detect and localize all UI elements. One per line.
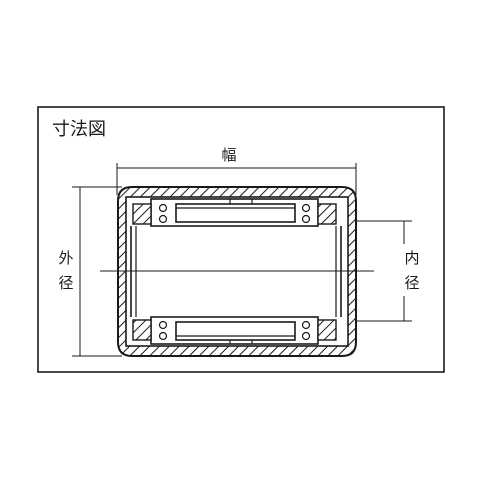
diagram-title: 寸法図: [52, 119, 106, 140]
inner-diameter-label-1: 内: [404, 249, 419, 267]
needle-roller-bottom: [175, 321, 296, 341]
drawing-frame: [37, 106, 445, 373]
outer-diameter-dimension: 外 径: [54, 186, 122, 357]
seal-top-left: [132, 203, 152, 225]
seal-bottom-left: [132, 319, 152, 341]
width-dimension: 幅: [116, 146, 357, 195]
needle-roller-top: [175, 203, 296, 223]
seal-bottom-right: [317, 319, 337, 341]
outer-diameter-label-2: 径: [58, 274, 73, 292]
seal-top-right: [317, 203, 337, 225]
width-label: 幅: [221, 146, 236, 164]
inner-diameter-label-2: 径: [404, 274, 419, 292]
inner-diameter-dimension: 内 径: [346, 220, 424, 322]
outer-diameter-label-1: 外: [58, 249, 73, 267]
